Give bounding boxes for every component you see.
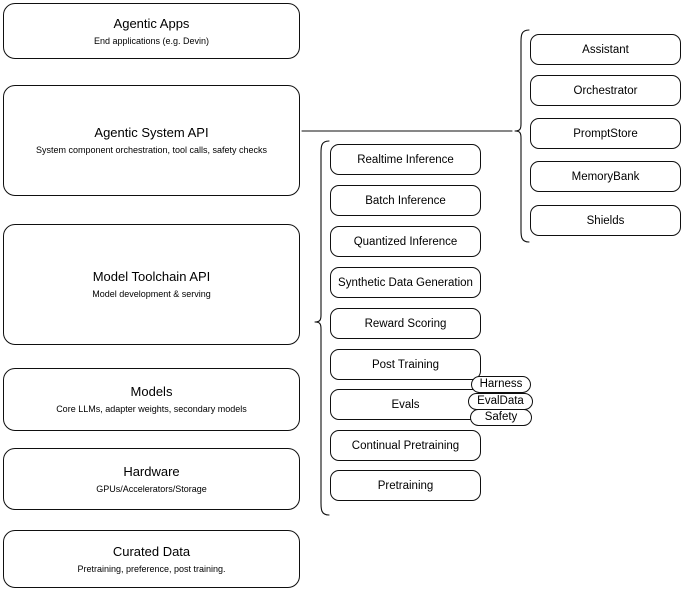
layer-agentic-apps[interactable]: Agentic Apps End applications (e.g. Devi…	[3, 3, 300, 59]
eval-badge-label: Safety	[484, 411, 518, 423]
brace-components	[514, 29, 530, 243]
layer-agentic-system-api[interactable]: Agentic System API System component orch…	[3, 85, 300, 196]
capability-label: Synthetic Data Generation	[338, 276, 473, 289]
layer-models[interactable]: Models Core LLMs, adapter weights, secon…	[3, 368, 300, 431]
component-label: Assistant	[582, 43, 629, 56]
capability-label: Reward Scoring	[364, 317, 447, 330]
capability-label: Post Training	[371, 358, 440, 371]
capability-continual-pretraining[interactable]: Continual Pretraining	[330, 430, 481, 461]
capability-label: Pretraining	[377, 479, 434, 492]
eval-badge-evaldata[interactable]: EvalData	[468, 393, 533, 410]
layer-model-toolchain-api[interactable]: Model Toolchain API Model development & …	[3, 224, 300, 345]
capability-label: Quantized Inference	[353, 235, 458, 248]
capability-evals[interactable]: Evals	[330, 389, 481, 420]
layer-title: Model Toolchain API	[92, 269, 211, 284]
component-memorybank[interactable]: MemoryBank	[530, 161, 681, 192]
layer-title: Hardware	[123, 463, 180, 479]
capability-synthetic-data-generation[interactable]: Synthetic Data Generation	[330, 267, 481, 298]
component-shields[interactable]: Shields	[530, 205, 681, 236]
component-assistant[interactable]: Assistant	[530, 34, 681, 65]
component-label: Shields	[586, 214, 625, 227]
capability-batch-inference[interactable]: Batch Inference	[330, 185, 481, 216]
capability-post-training[interactable]: Post Training	[330, 349, 481, 380]
layer-subtitle: System component orchestration, tool cal…	[35, 145, 268, 155]
layer-subtitle: Model development & serving	[92, 289, 211, 299]
layer-title: Agentic Apps	[113, 15, 190, 31]
layer-subtitle: Pretraining, preference, post training.	[77, 563, 226, 574]
layer-curated-data[interactable]: Curated Data Pretraining, preference, po…	[3, 530, 300, 588]
capability-label: Continual Pretraining	[351, 439, 460, 452]
layer-title: Agentic System API	[94, 125, 209, 140]
component-orchestrator[interactable]: Orchestrator	[530, 75, 681, 106]
layer-title: Models	[130, 384, 173, 399]
layer-subtitle: GPUs/Accelerators/Storage	[96, 483, 207, 494]
eval-badge-label: Harness	[479, 378, 523, 390]
eval-badge-harness[interactable]: Harness	[471, 376, 531, 393]
component-label: PromptStore	[573, 127, 638, 140]
eval-badge-label: EvalData	[477, 395, 524, 407]
capability-label: Realtime Inference	[357, 153, 454, 166]
layer-subtitle: Core LLMs, adapter weights, secondary mo…	[56, 404, 247, 414]
component-label: Orchestrator	[573, 84, 638, 97]
brace-capabilities	[314, 140, 330, 516]
eval-badge-safety[interactable]: Safety	[470, 409, 532, 426]
capability-label: Batch Inference	[365, 194, 446, 207]
capability-label: Evals	[391, 398, 420, 411]
capability-pretraining[interactable]: Pretraining	[330, 470, 481, 501]
capability-reward-scoring[interactable]: Reward Scoring	[330, 308, 481, 339]
component-promptstore[interactable]: PromptStore	[530, 118, 681, 149]
layer-subtitle: End applications (e.g. Devin)	[93, 35, 210, 46]
layer-hardware[interactable]: Hardware GPUs/Accelerators/Storage	[3, 448, 300, 510]
capability-quantized-inference[interactable]: Quantized Inference	[330, 226, 481, 257]
layer-title: Curated Data	[112, 543, 191, 559]
capability-realtime-inference[interactable]: Realtime Inference	[330, 144, 481, 175]
component-label: MemoryBank	[571, 170, 640, 183]
